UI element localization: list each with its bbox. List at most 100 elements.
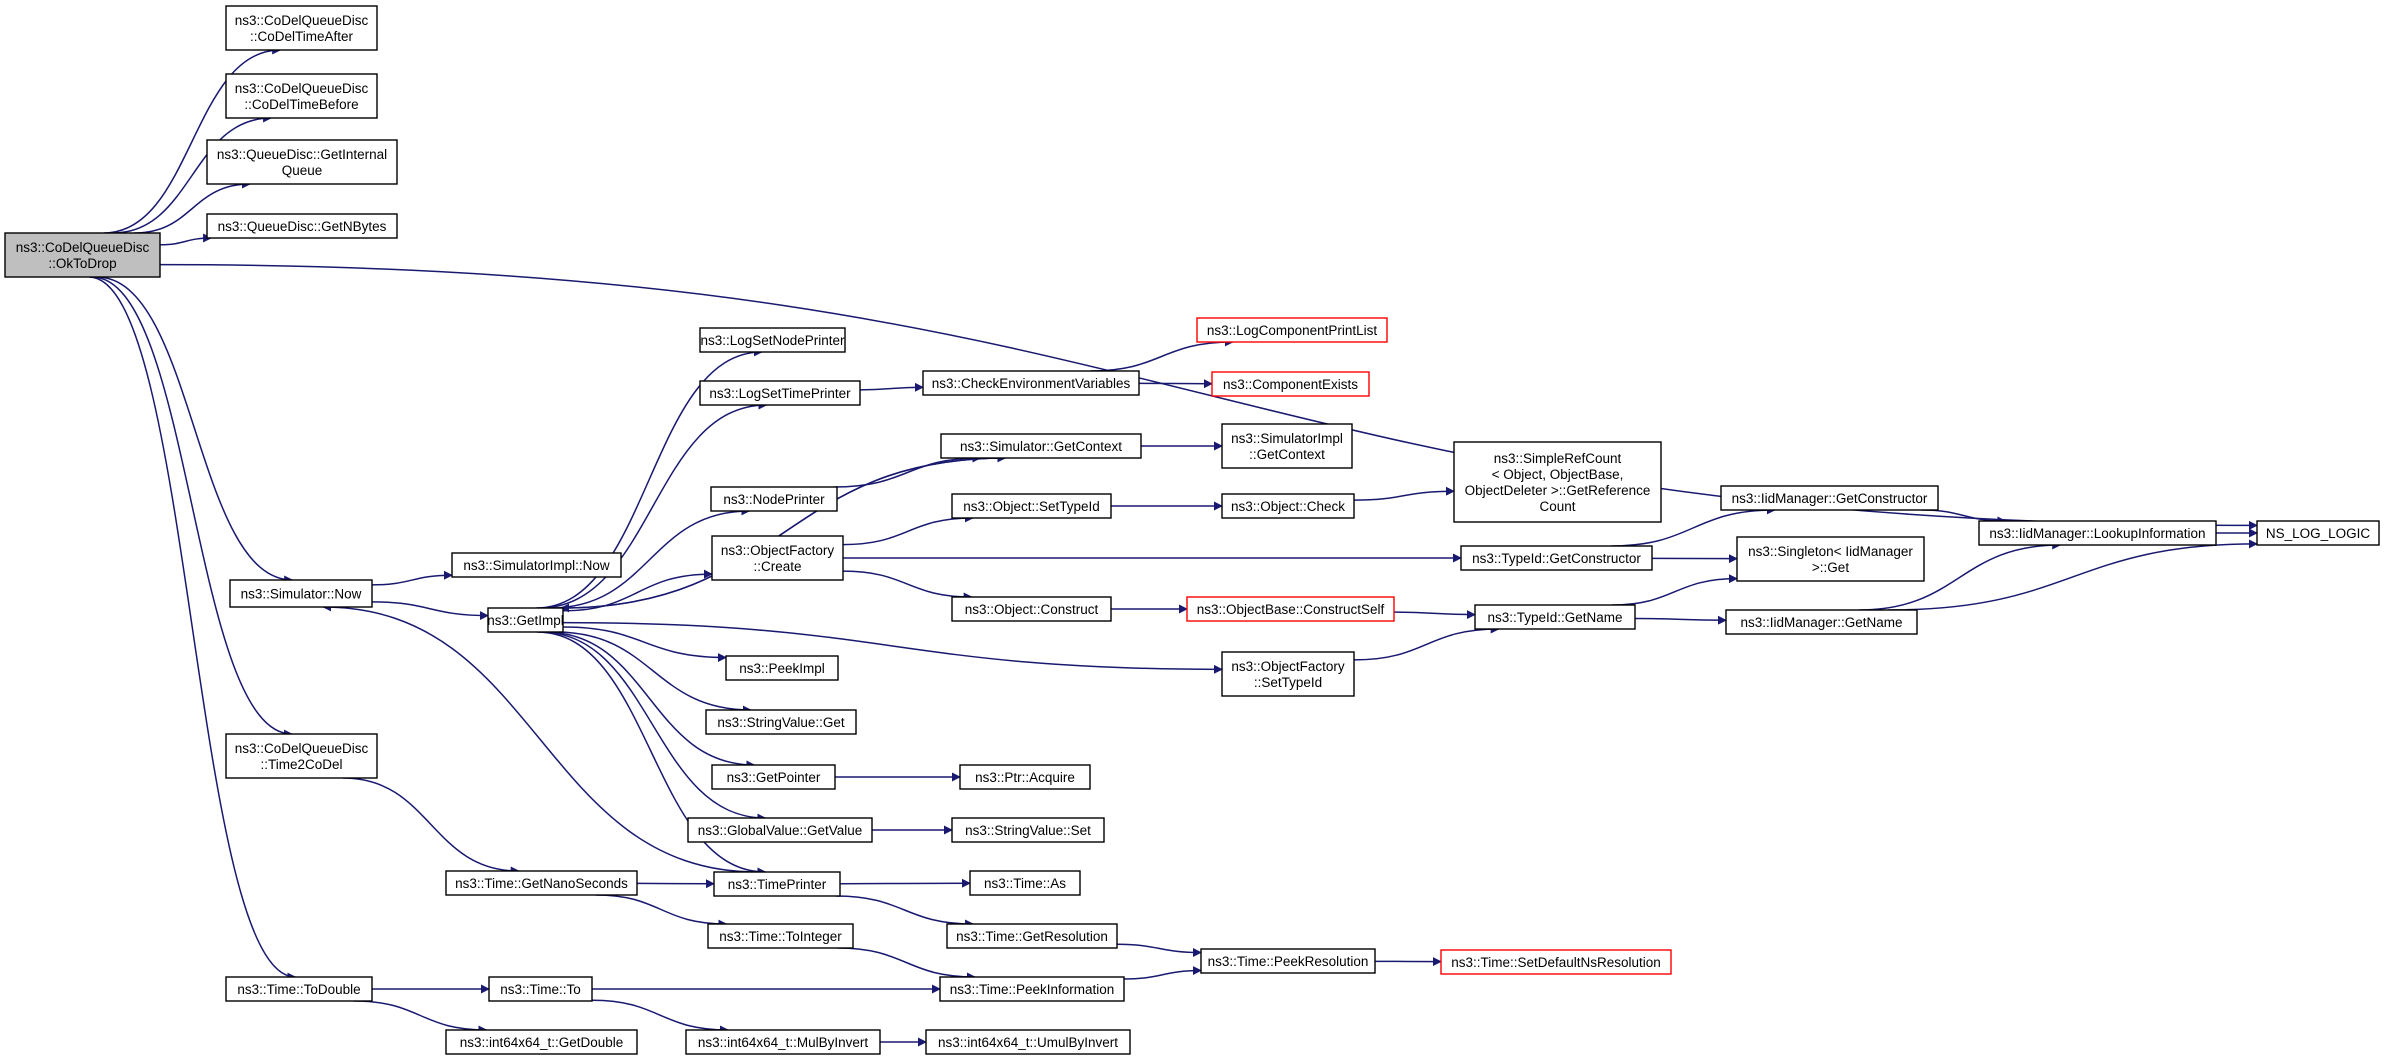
node-simnow-label-line: ns3::Simulator::Now	[241, 587, 362, 602]
edge-getresolution-to-peekresolution	[1116, 943, 1202, 958]
node-tointeger[interactable]: ns3::Time::ToInteger	[707, 923, 854, 949]
node-peekinformation[interactable]: ns3::Time::PeekInformation	[939, 976, 1125, 1002]
node-objsettypeid[interactable]: ns3::Object::SetTypeId	[951, 493, 1112, 519]
node-stringvalueget[interactable]: ns3::StringValue::Get	[705, 709, 857, 735]
node-getpointer[interactable]: ns3::GetPointer	[711, 764, 836, 790]
edge-timeprinter-to-timeas	[839, 878, 971, 888]
node-mulbyinvert[interactable]: ns3::int64x64_t::MulByInvert	[685, 1029, 881, 1055]
node-iidgetconstructor[interactable]: ns3::IidManager::GetConstructor	[1720, 485, 1939, 511]
node-objbaseconstructself[interactable]: ns3::ObjectBase::ConstructSelf	[1186, 596, 1395, 622]
node-singletonget-label-line: ns3::Singleton< IidManager	[1748, 544, 1913, 559]
node-simgetcontext[interactable]: ns3::Simulator::GetContext	[940, 433, 1142, 459]
node-ofsettypeid-label-line: ns3::ObjectFactory	[1231, 659, 1345, 674]
node-timeas-box	[969, 870, 1081, 896]
node-nodeprinter[interactable]: ns3::NodePrinter	[710, 486, 838, 512]
node-stringvalueset-box	[951, 817, 1105, 843]
node-peekinformation-label-line: ns3::Time::PeekInformation	[950, 982, 1115, 997]
node-compexists[interactable]: ns3::ComponentExists	[1211, 371, 1370, 397]
node-oktodrop[interactable]: ns3::CoDelQueueDisc::OkToDrop	[4, 232, 161, 278]
node-objconstruct-box	[951, 596, 1112, 622]
node-ofcreate-label-line: ns3::ObjectFactory	[721, 543, 835, 558]
node-globalvaluegetvalue[interactable]: ns3::GlobalValue::GetValue	[687, 817, 873, 843]
node-timeprinter-label-line: ns3::TimePrinter	[728, 877, 827, 892]
node-logsetnodeprinter-label-line: ns3::LogSetNodePrinter	[700, 333, 845, 348]
node-time2codel[interactable]: ns3::CoDelQueueDisc::Time2CoDel	[225, 733, 378, 779]
edge-getimpl-to-getpointer	[544, 631, 756, 770]
edge-oktodrop-to-getnbytes	[159, 233, 213, 246]
node-peekresolution[interactable]: ns3::Time::PeekResolution	[1200, 948, 1376, 974]
edge-typeidgetname-to-singletonget	[1611, 574, 1738, 606]
edge-iidgetname-to-nsloglogic	[1888, 539, 2258, 611]
node-getdouble[interactable]: ns3::int64x64_t::GetDouble	[445, 1029, 638, 1055]
node-checkenv[interactable]: ns3::CheckEnvironmentVariables	[922, 370, 1140, 396]
node-getdouble-box	[445, 1029, 638, 1055]
edge-getimpl-to-timeprinter	[536, 631, 767, 877]
node-logcompprintlist-box	[1196, 317, 1388, 343]
node-codeltimeafter[interactable]: ns3::CoDelQueueDisc::CoDelTimeAfter	[225, 5, 378, 51]
node-simimplnow[interactable]: ns3::SimulatorImpl::Now	[451, 552, 622, 578]
node-codeltimebefore-label-line: ::CoDelTimeBefore	[244, 97, 358, 112]
node-singletonget[interactable]: ns3::Singleton< IidManager>::Get	[1736, 536, 1925, 582]
node-getresolution-label-line: ns3::Time::GetResolution	[956, 929, 1108, 944]
node-getinternalqueue-box	[206, 139, 398, 185]
node-compexists-label-line: ns3::ComponentExists	[1223, 377, 1358, 392]
node-logsettimeprinter-box	[699, 380, 861, 406]
node-objsettypeid-label-line: ns3::Object::SetTypeId	[963, 499, 1100, 514]
node-typeidgetconstructor-box	[1460, 545, 1653, 571]
node-iidgetname[interactable]: ns3::IidManager::GetName	[1725, 609, 1918, 635]
node-simgetcontext-label-line: ns3::Simulator::GetContext	[960, 439, 1122, 454]
node-getimpl[interactable]: ns3::GetImpl	[487, 607, 564, 633]
node-ofsettypeid-box	[1221, 651, 1355, 697]
node-simimplgetcontext[interactable]: ns3::SimulatorImpl::GetContext	[1221, 423, 1353, 469]
node-layer: ns3::CoDelQueueDisc::OkToDropns3::CoDelQ…	[4, 5, 2380, 1055]
node-nodeprinter-box	[710, 486, 838, 512]
edge-checkenv-to-logcompprintlist	[1090, 337, 1234, 372]
edge-oktodrop-to-nsloglogic	[159, 263, 2258, 530]
node-timeprinter[interactable]: ns3::TimePrinter	[713, 871, 841, 897]
edge-getimpl-to-ofcreate	[562, 569, 713, 612]
edge-getnanoseconds-to-tointeger	[595, 894, 728, 929]
node-codeltimebefore[interactable]: ns3::CoDelQueueDisc::CoDelTimeBefore	[225, 73, 378, 119]
node-timeas[interactable]: ns3::Time::As	[969, 870, 1081, 896]
node-simplerefcount-label-line: < Object, ObjectBase,	[1492, 467, 1624, 482]
node-nodeprinter-label-line: ns3::NodePrinter	[723, 492, 825, 507]
node-setdefaultnsres[interactable]: ns3::Time::SetDefaultNsResolution	[1440, 949, 1672, 975]
node-checkenv-label-line: ns3::CheckEnvironmentVariables	[932, 376, 1131, 391]
edge-timeto-to-mulbyinvert	[591, 999, 729, 1035]
node-stringvalueset[interactable]: ns3::StringValue::Set	[951, 817, 1105, 843]
node-ofsettypeid[interactable]: ns3::ObjectFactory::SetTypeId	[1221, 651, 1355, 697]
node-todouble[interactable]: ns3::Time::ToDouble	[225, 976, 373, 1002]
node-checkenv-box	[922, 370, 1140, 396]
node-logcompprintlist[interactable]: ns3::LogComponentPrintList	[1196, 317, 1388, 343]
node-timeto[interactable]: ns3::Time::To	[488, 976, 593, 1002]
node-typeidgetconstructor[interactable]: ns3::TypeId::GetConstructor	[1460, 545, 1653, 571]
node-logsetnodeprinter[interactable]: ns3::LogSetNodePrinter	[699, 327, 846, 353]
node-simplerefcount[interactable]: ns3::SimpleRefCount< Object, ObjectBase,…	[1453, 441, 1662, 523]
node-simnow-box	[229, 579, 373, 608]
node-getresolution-box	[946, 923, 1118, 949]
node-logsettimeprinter[interactable]: ns3::LogSetTimePrinter	[699, 380, 861, 406]
edge-tointeger-to-peekinformation	[837, 947, 976, 982]
node-timeto-box	[488, 976, 593, 1002]
node-simimplgetcontext-label-line: ::GetContext	[1249, 447, 1325, 462]
node-peekimpl[interactable]: ns3::PeekImpl	[725, 655, 839, 681]
edge-peekinformation-to-peekresolution	[1123, 966, 1202, 980]
node-objconstruct[interactable]: ns3::Object::Construct	[951, 596, 1112, 622]
node-time2codel-label-line: ::Time2CoDel	[260, 757, 342, 772]
node-getresolution[interactable]: ns3::Time::GetResolution	[946, 923, 1118, 949]
node-nsloglogic[interactable]: NS_LOG_LOGIC	[2256, 520, 2380, 546]
node-umulbyinvert[interactable]: ns3::int64x64_t::UmulByInvert	[925, 1029, 1131, 1055]
node-simnow[interactable]: ns3::Simulator::Now	[229, 579, 373, 608]
node-iidgetconstructor-box	[1720, 485, 1939, 511]
node-timeprinter-box	[713, 871, 841, 897]
node-ptracquire[interactable]: ns3::Ptr::Acquire	[959, 764, 1091, 790]
node-iidlookupinfo[interactable]: ns3::IidManager::LookupInformation	[1978, 520, 2217, 546]
edge-typeidgetname-to-iidgetname	[1634, 615, 1727, 625]
node-typeidgetname[interactable]: ns3::TypeId::GetName	[1474, 604, 1636, 630]
node-simimplgetcontext-label-line: ns3::SimulatorImpl	[1231, 431, 1343, 446]
node-getnanoseconds[interactable]: ns3::Time::GetNanoSeconds	[445, 870, 638, 896]
node-ofcreate[interactable]: ns3::ObjectFactory::Create	[711, 535, 844, 581]
node-getnbytes[interactable]: ns3::QueueDisc::GetNBytes	[206, 213, 398, 239]
node-objcheck[interactable]: ns3::Object::Check	[1221, 493, 1355, 519]
